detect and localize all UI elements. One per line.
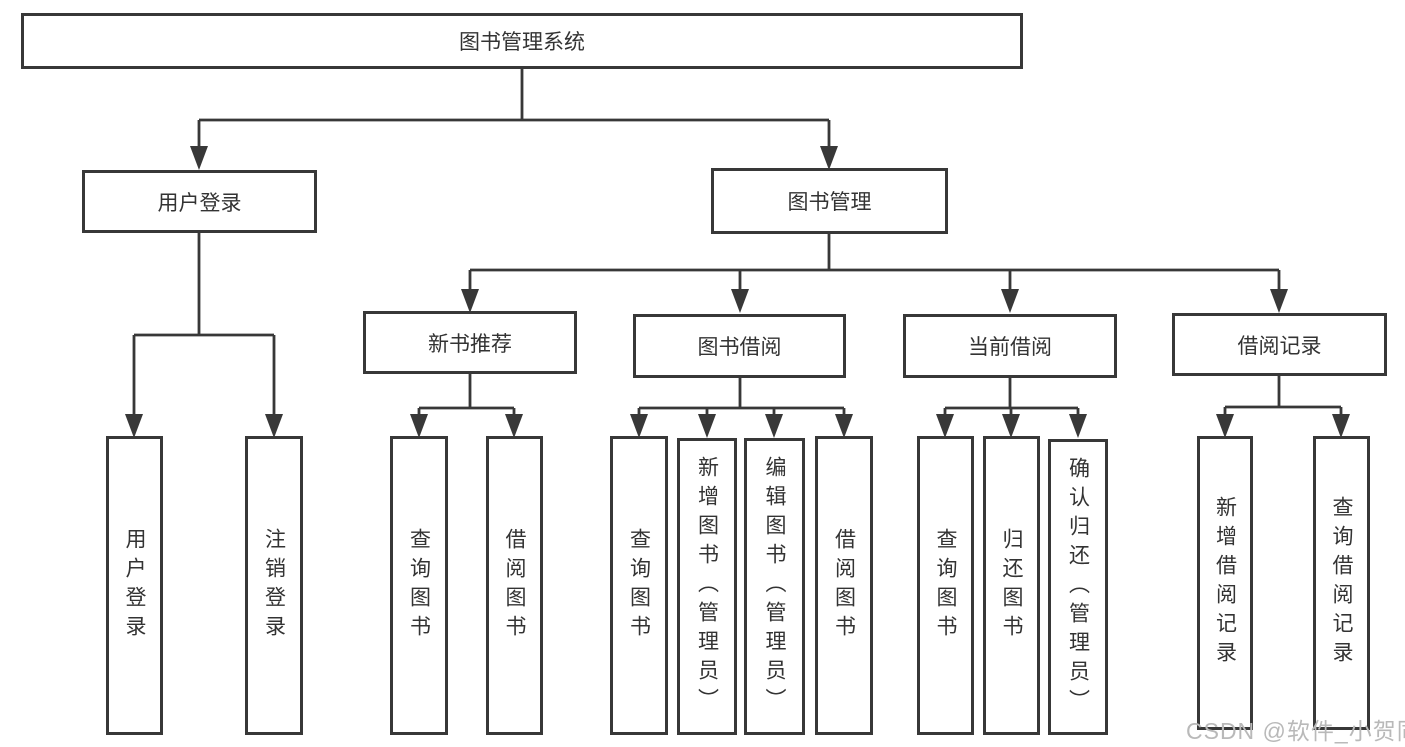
node-leaf-query-borrow-record: 查询借阅记录 bbox=[1313, 436, 1370, 730]
node-user-login-module: 用户登录 bbox=[82, 170, 317, 233]
node-label: 归还图书 bbox=[1000, 527, 1023, 644]
node-leaf-user-login: 用户登录 bbox=[106, 436, 163, 735]
node-label: 用户登录 bbox=[123, 527, 146, 644]
node-new-book-recommend: 新书推荐 bbox=[363, 311, 577, 374]
node-leaf-return-book: 归还图书 bbox=[983, 436, 1040, 735]
node-leaf-borrow-book-1: 借阅图书 bbox=[486, 436, 543, 735]
node-book-borrow: 图书借阅 bbox=[633, 314, 846, 378]
node-leaf-add-borrow-record: 新增借阅记录 bbox=[1197, 436, 1253, 730]
node-leaf-query-book-3: 查询图书 bbox=[917, 436, 974, 735]
node-label: 注销登录 bbox=[262, 527, 286, 644]
node-book-management: 图书管理 bbox=[711, 168, 948, 234]
node-label: 借阅图书 bbox=[503, 527, 526, 644]
node-label: 查询图书 bbox=[627, 527, 651, 644]
node-label: 查询图书 bbox=[934, 527, 957, 644]
node-label: 编辑图书（管理员） bbox=[763, 456, 786, 717]
node-label: 查询图书 bbox=[407, 527, 431, 644]
node-label: 图书借阅 bbox=[697, 336, 782, 359]
node-current-borrow: 当前借阅 bbox=[903, 314, 1117, 378]
node-label: 确认归还（管理员） bbox=[1066, 456, 1090, 718]
node-label: 用户登录 bbox=[157, 191, 242, 215]
arrowheads bbox=[125, 146, 1350, 438]
node-leaf-add-book-admin: 新增图书（管理员） bbox=[677, 438, 737, 735]
node-label: 图书管理 bbox=[787, 191, 872, 214]
node-label: 借阅记录 bbox=[1237, 334, 1322, 358]
node-label: 图书管理系统 bbox=[459, 31, 585, 54]
node-leaf-edit-book-admin: 编辑图书（管理员） bbox=[744, 438, 805, 735]
node-label: 新书推荐 bbox=[428, 332, 512, 356]
connector-lines bbox=[132, 69, 1343, 420]
node-leaf-borrow-book-2: 借阅图书 bbox=[815, 436, 873, 735]
node-label: 当前借阅 bbox=[968, 336, 1052, 359]
node-leaf-query-book-2: 查询图书 bbox=[610, 436, 668, 735]
node-label: 借阅图书 bbox=[832, 527, 856, 644]
node-label: 新增图书（管理员） bbox=[695, 456, 719, 717]
node-leaf-logout: 注销登录 bbox=[245, 436, 303, 735]
node-root-system: 图书管理系统 bbox=[21, 13, 1023, 69]
node-leaf-confirm-return-admin: 确认归还（管理员） bbox=[1048, 439, 1108, 735]
node-leaf-query-book-1: 查询图书 bbox=[390, 436, 448, 735]
node-label: 新增借阅记录 bbox=[1213, 496, 1237, 670]
node-borrow-record: 借阅记录 bbox=[1172, 313, 1387, 376]
watermark: CSDN @软件_小贺同学 bbox=[1186, 718, 1405, 744]
node-label: 查询借阅记录 bbox=[1330, 496, 1353, 670]
